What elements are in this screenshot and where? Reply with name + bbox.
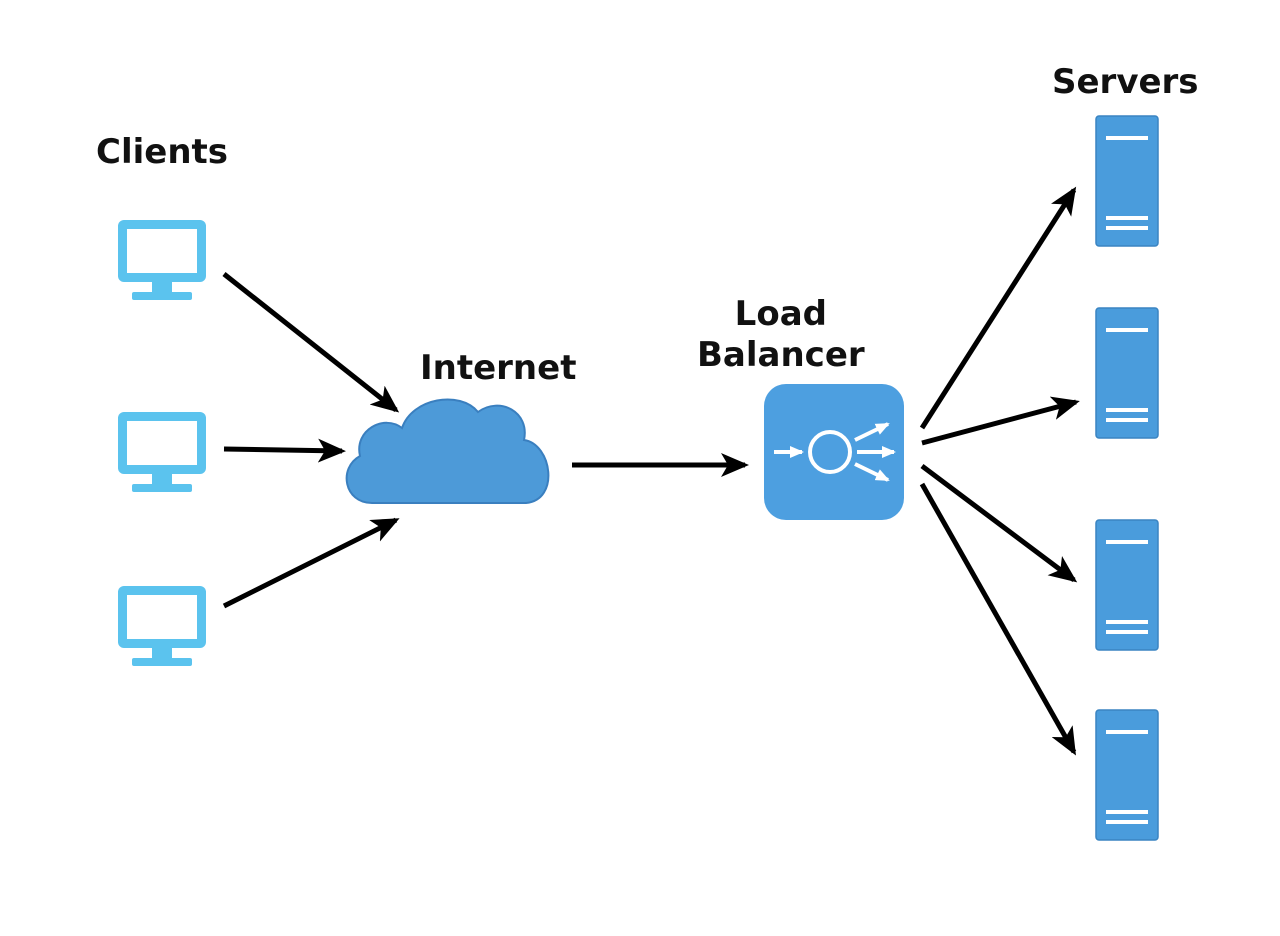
- arrow-client1-to-internet: [222, 272, 400, 413]
- arrow-balancer-to-server2: [921, 396, 1080, 446]
- arrow-balancer-to-server3: [920, 464, 1078, 583]
- arrow-client2-to-internet: [223, 438, 346, 463]
- server-3: [1095, 519, 1159, 651]
- server-icon: [1095, 115, 1159, 247]
- arrow-balancer-to-server4: [919, 482, 1077, 756]
- load-balancer-icon: [764, 384, 904, 520]
- server-icon: [1095, 307, 1159, 439]
- load-balancer-label-line1: Load: [734, 294, 827, 334]
- server-2: [1095, 307, 1159, 439]
- cloud-icon: [345, 398, 550, 504]
- server-icon: [1095, 519, 1159, 651]
- clients-label: Clients: [96, 132, 229, 172]
- servers-label: Servers: [1052, 62, 1199, 102]
- internet-label: Internet: [420, 348, 577, 388]
- monitor-icon: [118, 586, 206, 666]
- client-monitor-2: [118, 412, 206, 492]
- load-balancer-label: Load Balancer: [697, 294, 865, 376]
- arrow-client3-to-internet: [222, 517, 400, 609]
- monitor-icon: [118, 220, 206, 300]
- server-4: [1095, 709, 1159, 841]
- arrow-balancer-to-server1: [919, 186, 1077, 430]
- server-icon: [1095, 709, 1159, 841]
- load-balancer-label-line2: Balancer: [697, 334, 865, 375]
- monitor-icon: [118, 412, 206, 492]
- client-monitor-3: [118, 586, 206, 666]
- server-1: [1095, 115, 1159, 247]
- client-monitor-1: [118, 220, 206, 300]
